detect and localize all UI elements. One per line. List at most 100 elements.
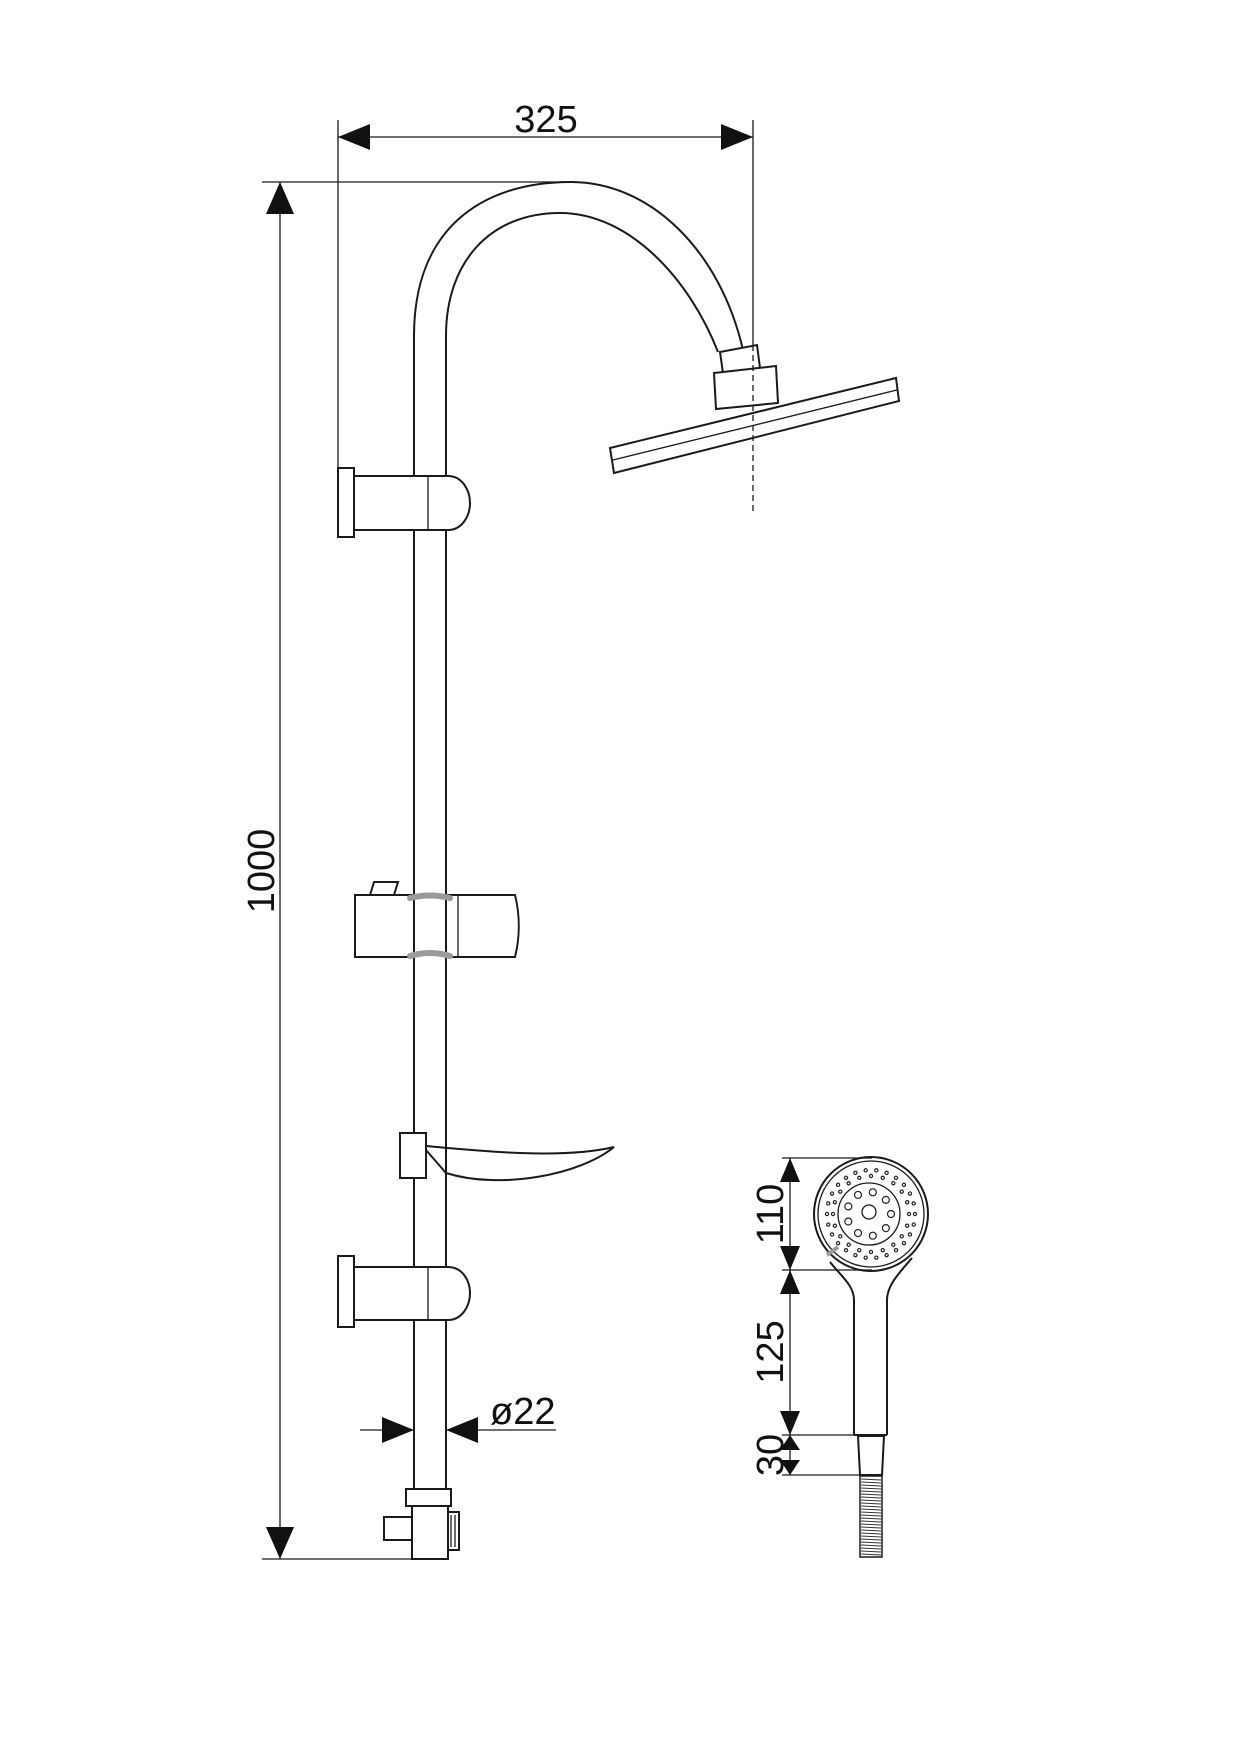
hose-ridge xyxy=(860,1514,882,1517)
nozzle xyxy=(857,1175,862,1181)
nozzle xyxy=(881,1224,890,1233)
nozzle xyxy=(907,1232,913,1237)
nozzle xyxy=(838,1234,843,1239)
nozzle xyxy=(868,1173,874,1179)
hose-ridge xyxy=(860,1505,882,1508)
hose-ridge xyxy=(860,1520,882,1523)
hose-ridge xyxy=(860,1550,882,1553)
nozzle xyxy=(904,1200,910,1205)
nozzle xyxy=(874,1168,879,1173)
dimension-label-30: 30 xyxy=(750,1434,792,1476)
hose-ridge xyxy=(860,1478,882,1481)
nozzle xyxy=(868,1231,877,1240)
hose-ridge xyxy=(860,1538,882,1541)
bottom-elbow-connector xyxy=(383,1488,460,1560)
nozzle xyxy=(824,1211,830,1217)
hose-ridge xyxy=(860,1529,882,1532)
hose-ridge xyxy=(860,1511,882,1514)
hand-shower xyxy=(813,1156,929,1558)
nozzle xyxy=(830,1211,836,1217)
nozzle xyxy=(906,1211,912,1217)
nozzle xyxy=(881,1195,890,1204)
nozzle xyxy=(884,1170,889,1176)
hose-ridge xyxy=(860,1493,882,1496)
nozzle xyxy=(912,1211,918,1217)
nozzle xyxy=(884,1252,889,1258)
nozzle xyxy=(868,1188,877,1197)
nozzle xyxy=(843,1175,849,1180)
nozzle xyxy=(844,1202,853,1211)
nozzle xyxy=(863,1255,868,1260)
slider-holder xyxy=(354,881,520,959)
nozzle xyxy=(844,1217,853,1226)
nozzle xyxy=(853,1252,858,1258)
hose-ridge xyxy=(860,1532,882,1535)
soap-dish xyxy=(399,1132,615,1182)
dimension-label-22: ø22 xyxy=(490,1391,555,1433)
nozzle xyxy=(899,1234,904,1239)
nozzle xyxy=(846,1181,851,1186)
dimension-label-325: 325 xyxy=(514,99,577,141)
nozzle xyxy=(853,1190,863,1200)
nozzle xyxy=(904,1223,910,1228)
nozzle xyxy=(835,1240,841,1246)
nozzle xyxy=(826,1201,831,1206)
hand-shower-dimensions: 110 125 30 xyxy=(750,1157,872,1476)
nozzle xyxy=(891,1242,896,1247)
hose-ridge xyxy=(860,1535,882,1538)
nozzle xyxy=(907,1191,913,1196)
nozzle xyxy=(901,1240,907,1246)
hose-thread xyxy=(860,1478,882,1556)
overhead-shower xyxy=(608,343,901,515)
nozzle xyxy=(880,1175,885,1181)
wall-bracket-top xyxy=(337,467,472,538)
dimension-label-110: 110 xyxy=(750,1184,792,1245)
hose-ridge xyxy=(860,1553,882,1556)
nozzle xyxy=(829,1232,835,1237)
hose-ridge xyxy=(860,1481,882,1484)
hose-ridge xyxy=(860,1490,882,1493)
nozzle xyxy=(857,1247,862,1253)
nozzle xyxy=(893,1175,899,1180)
nozzle xyxy=(829,1191,835,1196)
hose-ridge xyxy=(860,1496,882,1499)
nozzle xyxy=(868,1249,874,1255)
nozzle xyxy=(911,1201,916,1206)
hose-ridge xyxy=(860,1484,882,1487)
nozzle xyxy=(853,1228,863,1238)
hose-ridge xyxy=(860,1487,882,1490)
nozzle xyxy=(893,1248,899,1253)
nozzle xyxy=(899,1189,904,1194)
dimension-pipe-diameter: ø22 xyxy=(360,1391,556,1443)
hose-ridge xyxy=(860,1499,882,1502)
hose-ridge xyxy=(860,1523,882,1526)
nozzle xyxy=(838,1189,843,1194)
nozzle xyxy=(886,1209,896,1219)
nozzle xyxy=(832,1223,838,1228)
hose-ridge xyxy=(860,1502,882,1505)
nozzle xyxy=(846,1242,851,1247)
nozzle xyxy=(835,1182,841,1188)
nozzle xyxy=(863,1168,868,1173)
hose-ridge xyxy=(860,1544,882,1547)
hose-ridge xyxy=(860,1508,882,1511)
spray-nozzles xyxy=(824,1168,918,1260)
dimension-arm-reach: 325 xyxy=(337,99,754,530)
riser-pipe xyxy=(413,180,744,1489)
nozzle xyxy=(832,1200,838,1205)
hose-ridge xyxy=(860,1547,882,1550)
dimension-total-height: 1000 xyxy=(241,181,575,1560)
dimension-label-1000: 1000 xyxy=(241,829,283,914)
nozzle xyxy=(891,1181,896,1186)
nozzle xyxy=(843,1248,849,1253)
hose-ridge xyxy=(860,1526,882,1529)
nozzle xyxy=(901,1182,907,1188)
nozzle xyxy=(853,1170,858,1176)
hose-ridge xyxy=(860,1541,882,1544)
nozzle xyxy=(874,1255,879,1260)
hose-ridge xyxy=(860,1517,882,1520)
wall-bracket-bottom xyxy=(337,1255,472,1328)
nozzle xyxy=(826,1222,831,1227)
